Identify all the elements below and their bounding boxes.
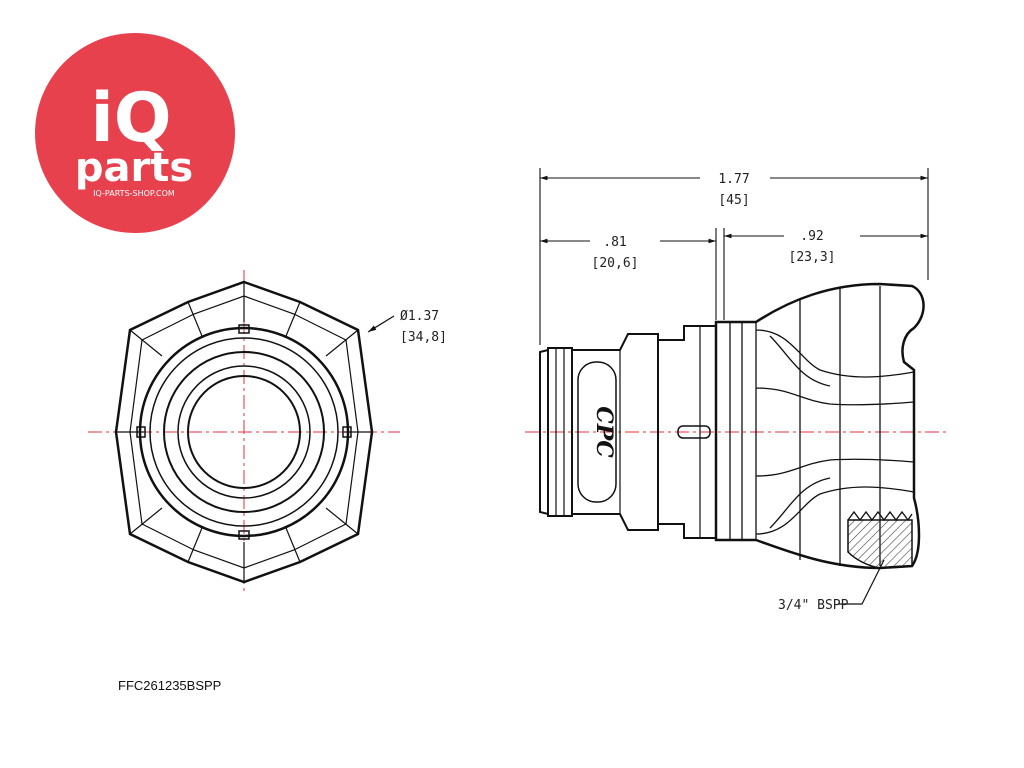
side-view-body [571,333,659,531]
side-view: CPC [525,282,950,570]
front-view-valve-face [187,375,301,489]
diameter-leader [367,315,395,333]
side-view-latch-pin [677,425,711,439]
left-length-inch: .81 [603,235,626,250]
side-view-logo-recess [577,361,617,503]
front-view-latch-top [238,324,250,334]
logo-brand-top: iQ [90,79,171,158]
overall-length-inch: 1.77 [718,172,749,187]
right-length-mm: [23,3] [789,250,836,265]
left-length-mm: [20,6] [592,256,639,271]
iq-parts-logo: iQ parts IQ-PARTS-SHOP.COM [35,33,235,233]
diameter-inch-label: Ø1.37 [400,309,439,324]
side-view-body-mark: CPC [591,406,617,458]
thread-section [847,519,913,569]
side-view-grip [714,282,925,570]
front-view-valve-ring [177,365,311,499]
front-view-seal-ring [163,351,325,513]
overall-length-mm: [45] [718,193,749,208]
side-view-grip-flutes [729,286,915,566]
part-number: FFC261235BSPP [118,678,222,693]
right-length-inch: .92 [800,229,823,244]
diameter-mm-label: [34,8] [400,330,447,345]
front-view-body-ring [138,326,350,538]
front-view [88,270,400,592]
logo-brand-bottom: parts [75,145,193,191]
front-view-latch-bottom [238,530,250,540]
front-view-latch-left [136,426,146,438]
front-view-latch-right [342,426,352,438]
thread-teeth [847,510,913,522]
thread-leader [838,559,885,605]
front-view-collar-ring [149,337,339,527]
logo-website: IQ-PARTS-SHOP.COM [93,189,175,198]
side-view-dimensions [539,168,929,345]
thread-label: 3/4" BSPP [778,598,849,613]
